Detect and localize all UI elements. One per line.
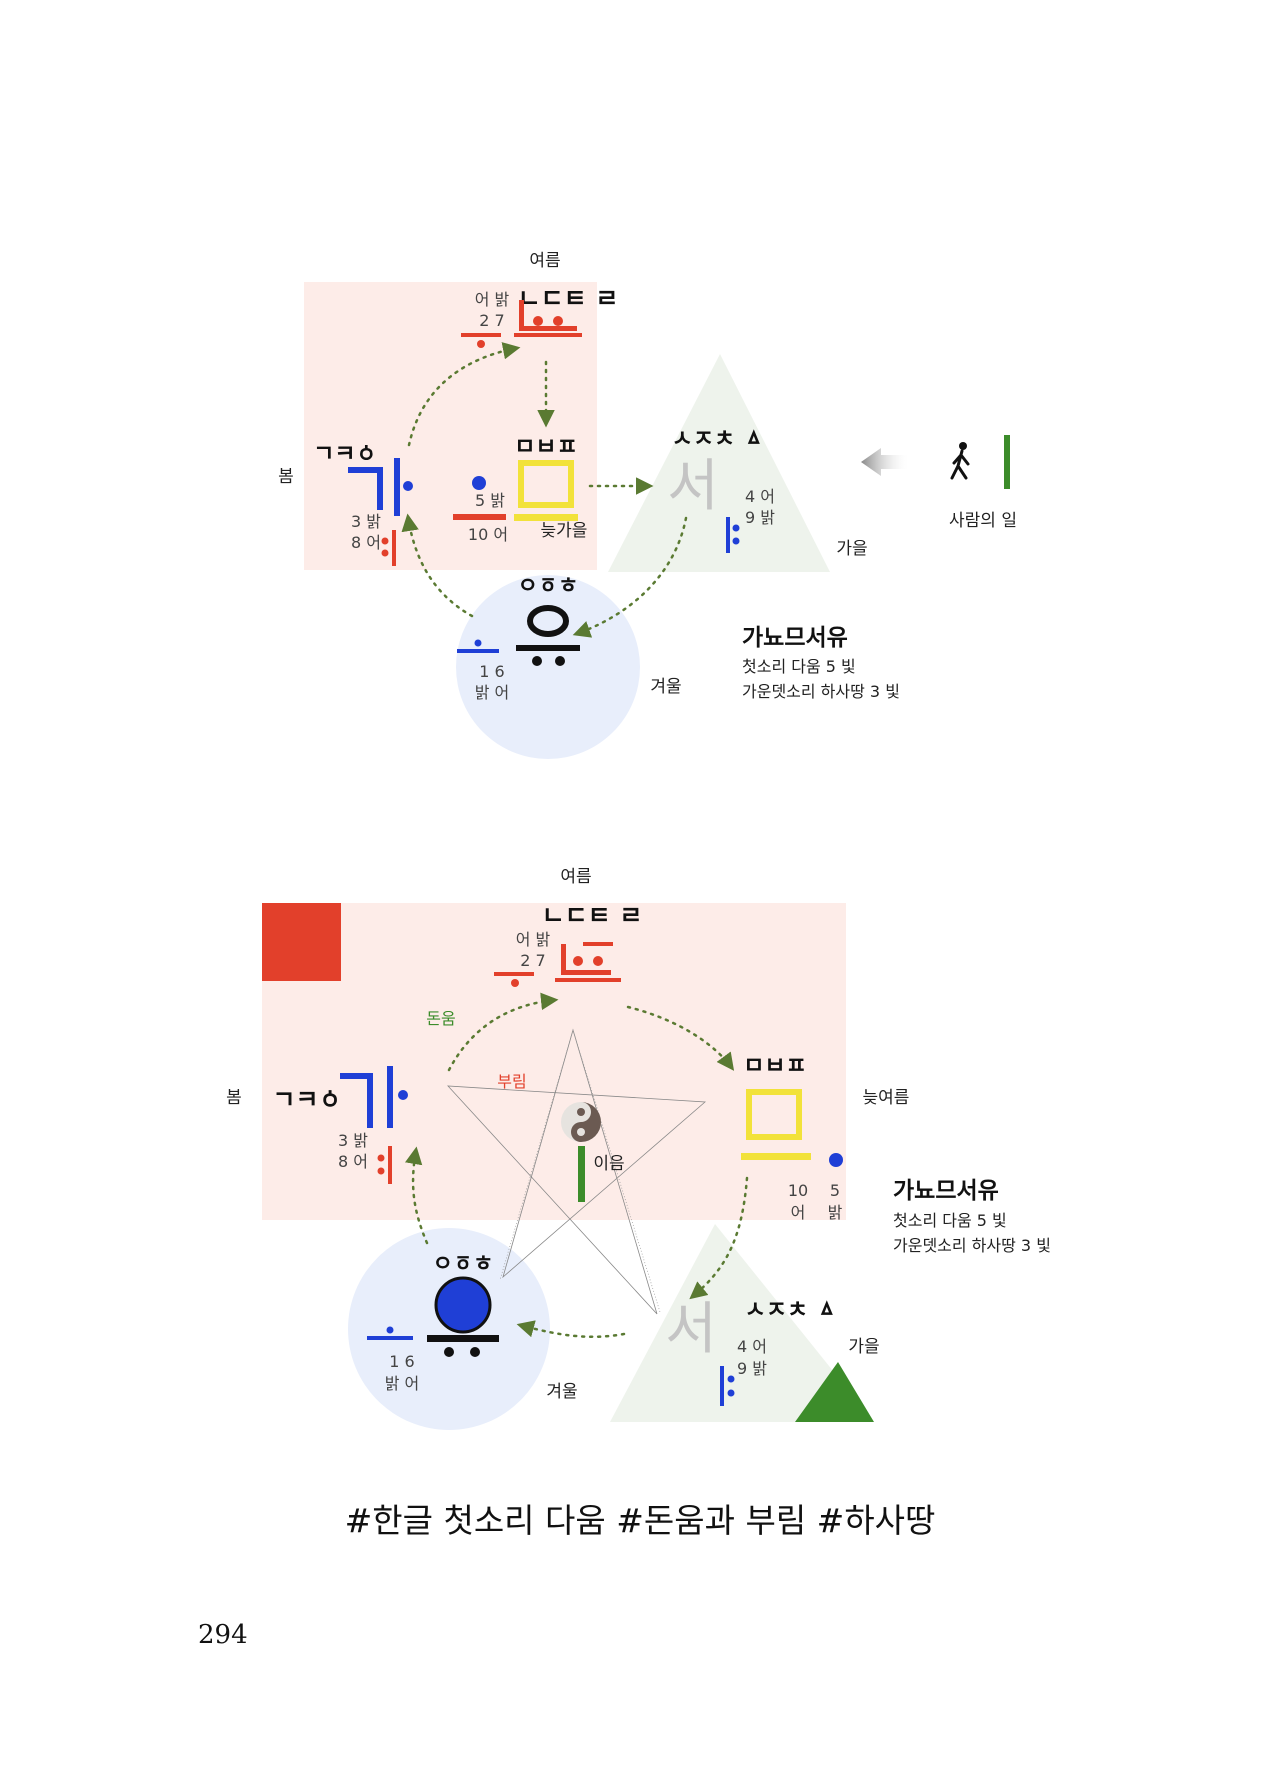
d1-spring-consonants: ㄱㅋㆁ [313, 441, 376, 467]
d1-title: 가뇨므서유 [742, 625, 848, 651]
d1-winter-vowel-mark [457, 639, 499, 653]
d2-spring-vowel-mark [377, 1146, 392, 1184]
d1-arrow-autumn-winter [572, 516, 688, 638]
d1-line1: 첫소리 다움 5 빛 [742, 657, 856, 676]
d2-winter-vowel-mark [367, 1326, 413, 1340]
d2-late-summer-num-b: 5 [830, 1181, 840, 1200]
d2-arrow-summer-latesummer [626, 1005, 735, 1071]
d1-gray-arrow-icon [861, 448, 910, 476]
d1-season-winter: 겨울 [650, 677, 681, 697]
d2-summer-vowel-mark [494, 972, 534, 987]
d2-autumn-num-2: 9 밝 [737, 1359, 767, 1378]
d2-arrow-spring-summer [447, 992, 559, 1072]
d2-autumn-vowel-mark [720, 1366, 735, 1406]
d2-summer-nums: 2 7 [520, 951, 545, 970]
page-number: 294 [198, 1620, 248, 1650]
d1-center-syllable-glyph [514, 460, 578, 521]
d2-summer-syllable-glyph [555, 942, 621, 982]
d1-summer-nums: 2 7 [479, 311, 504, 330]
d2-winter-syllable-glyph [427, 1335, 499, 1357]
d2-spring-consonants: ㄱㅋㆁ [272, 1085, 341, 1114]
d1-arrow-winter-spring [401, 513, 474, 618]
d2-arrow-winter-spring [405, 1146, 429, 1245]
d2-arrow-latesummer-autumn [689, 1176, 749, 1300]
d1-winter-syllable-glyph [516, 605, 580, 666]
d1-center-dot [472, 476, 486, 490]
d1-winter-num-labels: 밝 어 [475, 683, 510, 702]
d2-winter-nums: 1 6 [389, 1352, 414, 1371]
d1-center-consonants: ㅁㅂㅍ [514, 434, 577, 460]
d2-autumn-consonants: ㅅㅈㅊ ㅿ [745, 1297, 838, 1323]
d2-summer-num-labels: 어 밝 [516, 930, 551, 949]
d1-season-autumn: 가을 [836, 539, 867, 559]
d2-red-square [262, 903, 341, 981]
d1-center-bar [453, 514, 506, 520]
d2-late-summer-consonants: ㅁㅂㅍ [743, 1053, 806, 1079]
d2-summer-consonants: ㄴㄷㅌ ㄹ [542, 901, 643, 930]
d1-autumn-vowel-mark [726, 517, 740, 553]
d1-spring-num-2: 8 어 [351, 533, 381, 552]
d2-summer-region [262, 903, 846, 1220]
d2-green-triangle [795, 1362, 874, 1422]
d2-season-autumn: 가을 [848, 1337, 879, 1357]
d2-season-winter: 겨울 [546, 1382, 577, 1402]
d2-season-summer: 여름 [560, 867, 591, 887]
d1-spring-vowel-mark [381, 530, 396, 566]
d1-arrow-spring-summer [407, 342, 521, 447]
d1-late-autumn-label: 늦가을 [541, 521, 588, 541]
d1-human-label: 사람의 일 [949, 511, 1017, 531]
d2-pentagram [447, 1028, 707, 1315]
d2-human-bar [578, 1146, 585, 1202]
d1-winter-consonants: ㅇㆆㅎ [518, 574, 579, 599]
d1-autumn-syllable: 서 [667, 454, 719, 519]
d2-spring-syllable-glyph [340, 1066, 408, 1128]
walking-person-icon [950, 442, 970, 480]
diagram-1: 여름 봄 가을 겨울 ㄴㄷㅌ ㄹ 어 밝 2 7 ㄱㅋㆁ 3 밝 8 어 [278, 251, 1017, 759]
d2-late-summer: 늦여름 [863, 1088, 910, 1108]
d2-winter-blue-dot [434, 1276, 492, 1334]
d2-autumn-num-1: 4 어 [737, 1337, 767, 1356]
d1-autumn-num-1: 4 어 [745, 487, 775, 506]
d1-center-num-1: 5 밝 [475, 491, 505, 510]
d1-line2: 가운뎃소리 하사땅 3 빛 [742, 682, 900, 701]
caption: #한글 첫소리 다움 #돈움과 부림 #하사땅 [344, 1501, 936, 1540]
d2-late-summer-label-a: 어 [791, 1203, 806, 1222]
d2-late-summer-dot [829, 1153, 843, 1167]
d1-summer-num-labels: 어 밝 [475, 290, 510, 309]
d1-human-bar [1004, 435, 1010, 489]
d1-spring-num-1: 3 밝 [351, 512, 381, 531]
d2-winter-consonants: ㅇㆆㅎ [433, 1252, 494, 1277]
d1-autumn-num-2: 9 밝 [745, 508, 775, 527]
d2-donum-label: 돈움 [426, 1009, 455, 1028]
d1-summer-syllable-glyph [514, 300, 582, 337]
d2-arrow-autumn-winter [516, 1320, 626, 1338]
d2-line2: 가운뎃소리 하사땅 3 빛 [893, 1236, 1051, 1255]
d1-summer-vowel-mark [461, 333, 501, 348]
d1-center-num-2: 10 어 [468, 525, 508, 544]
d2-late-summer-label-b: 밝 [828, 1203, 843, 1222]
d2-ieum-label: 이음 [593, 1154, 624, 1174]
d2-spring-num-2: 8 어 [338, 1152, 368, 1171]
d2-autumn-triangle [610, 1224, 874, 1422]
diagram-canvas: 여름 봄 가을 겨울 ㄴㄷㅌ ㄹ 어 밝 2 7 ㄱㅋㆁ 3 밝 8 어 [226, 251, 1051, 1430]
d1-season-spring: 봄 [278, 467, 294, 487]
d1-summer-consonants: ㄴㄷㅌ ㄹ [518, 284, 619, 313]
d2-line1: 첫소리 다움 5 빛 [893, 1211, 1007, 1230]
diagram-2: 여름 봄 늦여름 가을 겨울 돈움 부림 이음 ㄴㄷㅌ ㄹ 어 밝 2 7 [226, 867, 1051, 1430]
d1-winter-nums: 1 6 [479, 662, 504, 681]
d1-season-summer: 여름 [529, 251, 560, 271]
d2-title: 가뇨므서유 [893, 1178, 999, 1204]
d2-winter-num-labels: 밝 어 [385, 1374, 420, 1393]
yin-yang-icon [561, 1102, 601, 1142]
d2-season-spring: 봄 [226, 1088, 242, 1108]
winter-circle [456, 575, 640, 759]
d2-burim-label: 부림 [497, 1072, 526, 1091]
d2-spring-num-1: 3 밝 [338, 1131, 368, 1150]
d2-late-summer-syllable-glyph [741, 1089, 811, 1160]
d1-autumn-consonants: ㅅㅈㅊ ㅿ [672, 426, 765, 452]
d1-spring-syllable-glyph [348, 458, 413, 516]
d2-late-summer-num-a: 10 [788, 1181, 808, 1200]
d2-autumn-syllable: 서 [665, 1297, 717, 1362]
autumn-triangle [608, 354, 830, 572]
